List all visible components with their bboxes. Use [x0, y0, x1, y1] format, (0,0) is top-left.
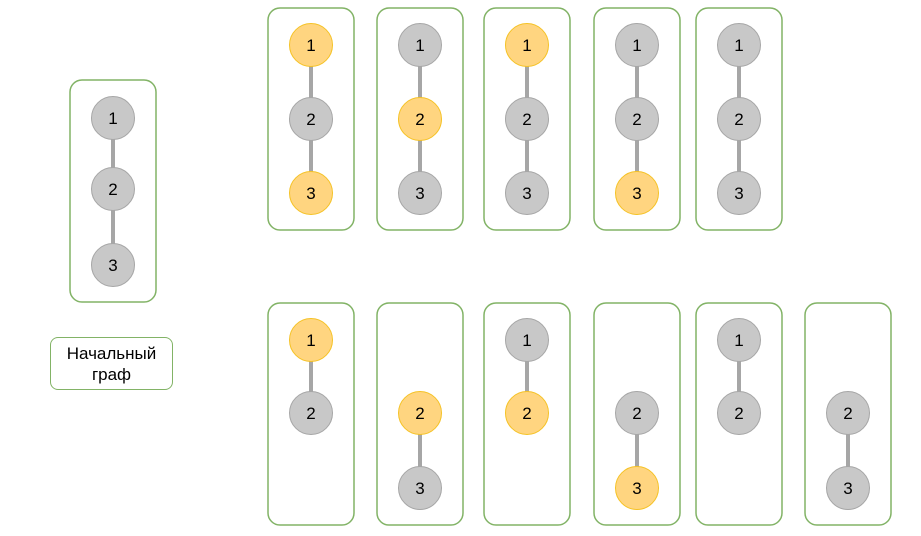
node-2: [615, 97, 659, 141]
initial-graph-caption: Начальный граф: [50, 337, 173, 390]
subgraph-top-3: 1 2 3: [483, 7, 571, 231]
node-2: [91, 167, 135, 211]
node-1-highlighted: [289, 318, 333, 362]
node-label: 3: [415, 479, 424, 498]
node-label: 2: [522, 110, 531, 129]
node-label: 2: [415, 404, 424, 423]
node-3: [91, 243, 135, 287]
node-label: 2: [632, 110, 641, 129]
node-label: 3: [843, 479, 852, 498]
node-label: 1: [734, 36, 743, 55]
node-label: 2: [522, 404, 531, 423]
node-2: [289, 97, 333, 141]
node-3: [398, 171, 442, 215]
node-2-highlighted: [505, 391, 549, 435]
node-2-highlighted: [398, 391, 442, 435]
node-2-highlighted: [398, 97, 442, 141]
node-label: 2: [632, 404, 641, 423]
initial-graph: 1 2 3: [69, 79, 157, 303]
node-1: [615, 23, 659, 67]
node-label: 2: [734, 110, 743, 129]
node-label: 2: [415, 110, 424, 129]
subgraph-bottom-2: 23: [376, 302, 464, 526]
node-label: 3: [522, 184, 531, 203]
node-3: [717, 171, 761, 215]
node-label: 1: [108, 109, 117, 128]
node-2: [505, 97, 549, 141]
node-3: [505, 171, 549, 215]
node-2: [717, 391, 761, 435]
node-2: [826, 391, 870, 435]
node-label: 1: [632, 36, 641, 55]
subgraph-top-4: 1 2 3: [593, 7, 681, 231]
node-label: 3: [108, 256, 117, 275]
node-label: 2: [734, 404, 743, 423]
node-label: 3: [306, 184, 315, 203]
subgraph-bottom-6: 23: [804, 302, 892, 526]
subgraph-top-5: 1 2 3: [695, 7, 783, 231]
node-1: [717, 318, 761, 362]
node-3-highlighted: [615, 466, 659, 510]
node-label: 3: [415, 184, 424, 203]
subgraph-top-2: 1 2 3: [376, 7, 464, 231]
node-label: 1: [522, 36, 531, 55]
node-label: 3: [632, 479, 641, 498]
node-3: [398, 466, 442, 510]
node-1-highlighted: [289, 23, 333, 67]
node-label: 1: [306, 331, 315, 350]
node-3: [826, 466, 870, 510]
node-1-highlighted: [505, 23, 549, 67]
node-1: [717, 23, 761, 67]
node-label: 1: [522, 331, 531, 350]
subgraph-bottom-1: 12: [267, 302, 355, 526]
node-label: 1: [734, 331, 743, 350]
node-label: 3: [632, 184, 641, 203]
subgraph-bottom-3: 12: [483, 302, 571, 526]
node-2: [289, 391, 333, 435]
node-label: 1: [415, 36, 424, 55]
node-1: [398, 23, 442, 67]
node-label: 3: [734, 184, 743, 203]
node-label: 1: [306, 36, 315, 55]
node-3-highlighted: [615, 171, 659, 215]
node-1: [505, 318, 549, 362]
node-label: 2: [306, 110, 315, 129]
node-label: 2: [843, 404, 852, 423]
subgraph-bottom-5: 12: [695, 302, 783, 526]
node-3-highlighted: [289, 171, 333, 215]
node-2: [717, 97, 761, 141]
node-1: [91, 96, 135, 140]
node-label: 2: [108, 180, 117, 199]
node-2: [615, 391, 659, 435]
node-label: 2: [306, 404, 315, 423]
subgraph-top-1: 1 2 3: [267, 7, 355, 231]
subgraph-bottom-4: 23: [593, 302, 681, 526]
